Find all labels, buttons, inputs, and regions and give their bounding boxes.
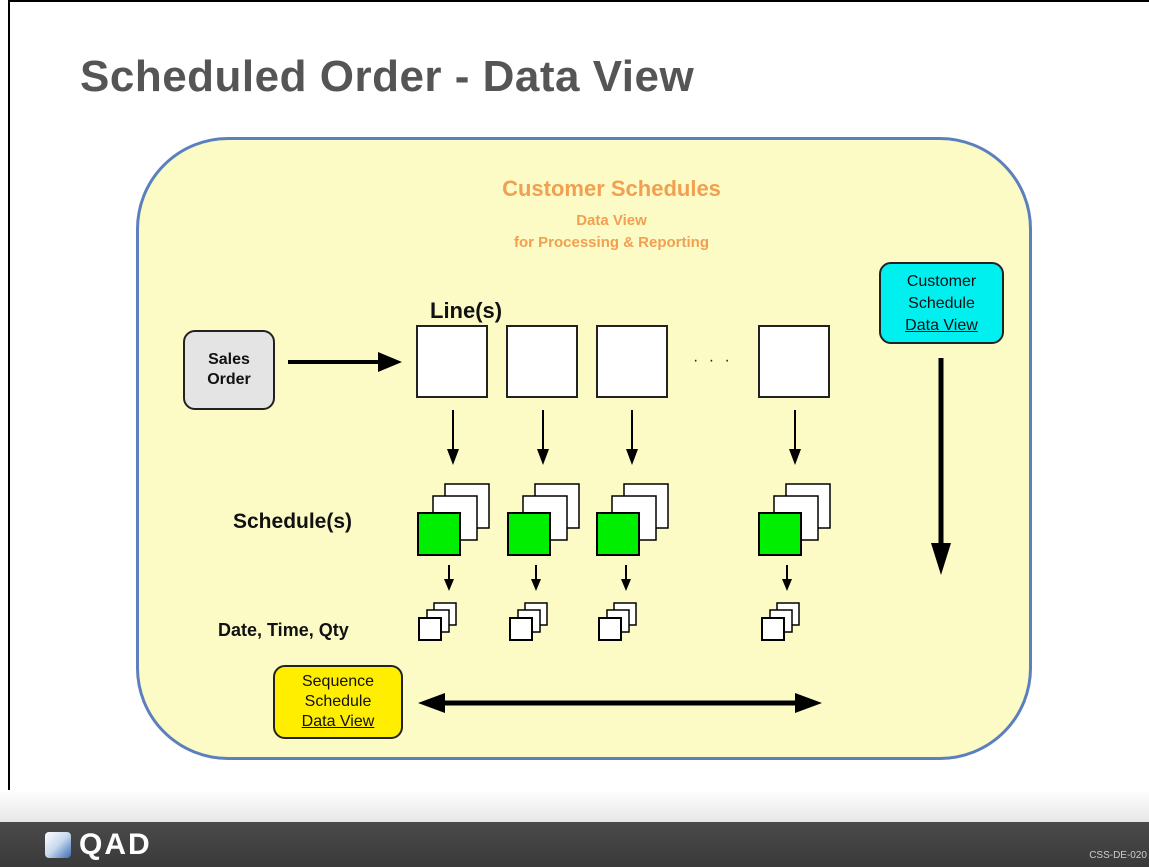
- callout-line: Schedule: [304, 693, 372, 710]
- sequence-arrowhead-right: [795, 693, 822, 713]
- qad-logo: QAD: [45, 828, 152, 862]
- schedule-stack: [596, 483, 669, 556]
- detail-stack: [509, 602, 548, 641]
- sales-order-label-1: Sales: [208, 351, 250, 368]
- callout-line: Schedule: [908, 295, 975, 312]
- customer-schedule-down-arrowhead: [931, 543, 951, 575]
- sales-to-lines-arrowhead: [378, 352, 402, 372]
- sales-order-label-2: Order: [207, 371, 251, 388]
- line-box: [596, 325, 668, 398]
- detail-stack: [418, 602, 457, 641]
- schedule-to-detail-arrowheads: [444, 579, 792, 591]
- customer-schedules-subtitle-2: for Processing & Reporting: [513, 234, 710, 251]
- ellipsis: · · ·: [693, 352, 733, 369]
- line-to-schedule-arrowheads: [447, 449, 801, 465]
- line-box: [416, 325, 488, 398]
- callout-line: Customer: [906, 273, 977, 290]
- callout-line: Sequence: [301, 673, 375, 690]
- customer-schedule-data-view-callout: Customer Schedule Data View: [879, 262, 1004, 344]
- sequence-arrowhead-left: [418, 693, 445, 713]
- page-title: Scheduled Order - Data View: [80, 52, 695, 101]
- schedules-label: Schedule(s): [233, 510, 353, 533]
- callout-line: Data View: [905, 317, 978, 334]
- slide-code: CSS-DE-020: [1089, 850, 1147, 861]
- qad-logo-text: QAD: [79, 828, 152, 861]
- customer-schedules-title: Customer Schedules: [502, 176, 721, 201]
- qad-logo-icon: [45, 832, 71, 858]
- schedule-to-detail-arrows: [448, 565, 788, 582]
- footer-gradient: [0, 790, 1149, 822]
- line-to-schedule-arrows: [452, 410, 796, 454]
- customer-schedules-panel: [136, 137, 1032, 760]
- detail-stack: [761, 602, 800, 641]
- sequence-schedule-data-view-callout: Sequence Schedule Data View: [273, 665, 403, 739]
- customer-schedules-subtitle: Data View: [576, 212, 647, 229]
- schedule-stack: [758, 483, 831, 556]
- footer-bar: [0, 822, 1149, 867]
- lines-label: Line(s): [430, 298, 503, 323]
- schedule-stack: [417, 483, 490, 556]
- callout-line: Data View: [301, 713, 375, 730]
- schedule-stack: [507, 483, 580, 556]
- line-box: [506, 325, 578, 398]
- date-time-qty-label: Date, Time, Qty: [218, 620, 349, 640]
- sales-order-box: Sales Order: [183, 330, 275, 410]
- detail-stack: [598, 602, 637, 641]
- line-box: [758, 325, 830, 398]
